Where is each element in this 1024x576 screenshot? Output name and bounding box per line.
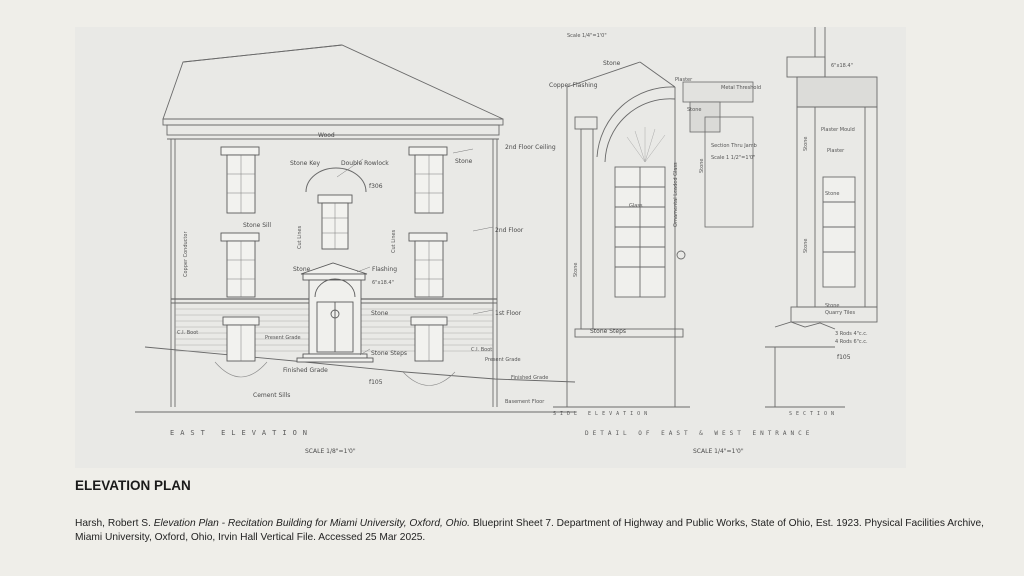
label-stone-steps: Stone Steps	[371, 350, 407, 357]
label-stone-vertical: Stone	[573, 263, 579, 277]
label-stone-key: Stone Key	[290, 160, 321, 167]
label-2nd-floor-ceiling: 2nd Floor Ceiling	[505, 144, 556, 151]
label-stone-vert-far: Stone	[803, 239, 809, 253]
label-ornamental-leaded-glass: Ornamental Leaded Glass	[673, 162, 679, 227]
label-stone-right-col: Stone	[825, 191, 839, 197]
label-finished-grade-right: Finished Grade	[511, 375, 548, 381]
label-stone-vertical-2: Stone	[699, 159, 705, 173]
label-section-thru-jamb: Section Thru Jamb	[711, 143, 757, 149]
label-copper-conductor: Copper Conductor	[183, 231, 189, 277]
entrance-detail-drawing	[553, 61, 690, 408]
image-caption: Harsh, Robert S. Elevation Plan - Recita…	[75, 517, 995, 545]
elevation-plan-image: Wood 2nd Floor Ceiling Stone Key Double …	[75, 27, 906, 468]
label-present-grade-right: Present Grade	[485, 357, 521, 363]
label-cut-lines-left: Cut Lines	[297, 225, 303, 249]
label-stone-sill: Stone Sill	[243, 222, 271, 229]
label-f306: f306	[369, 183, 383, 190]
label-ci-boot-right: C.I. Boot	[471, 347, 492, 353]
label-wood: Wood	[318, 132, 335, 139]
label-ci-boot-left: C.I. Boot	[177, 330, 198, 336]
label-east-elevation: EAST ELEVATION	[170, 429, 313, 437]
label-stone-right: Stone	[455, 158, 473, 165]
label-f105-right: f105	[837, 354, 851, 361]
label-glass: Glass	[629, 203, 643, 209]
label-basement-floor: Basement Floor	[505, 399, 545, 405]
label-copper-flashing: Copper Flashing	[549, 82, 598, 89]
label-cut-lines-right: Cut Lines	[391, 229, 397, 253]
label-2nd-floor: 2nd Floor	[495, 227, 524, 234]
label-side-elevation: SIDE ELEVATION	[553, 411, 651, 417]
label-stone-quarry: Stone	[825, 303, 839, 309]
label-present-grade: Present Grade	[265, 335, 301, 341]
caption-work-title: Elevation Plan - Recitation Building for…	[153, 518, 471, 529]
label-stone-steps-detail: Stone Steps	[590, 328, 626, 335]
main-entrance	[296, 262, 374, 363]
label-rods-2: 4 Rods 6"c.c.	[835, 339, 868, 345]
label-plaster: Plaster	[675, 77, 693, 83]
slide-title: ELEVATION PLAN	[75, 478, 191, 493]
label-plaster-right: Plaster	[827, 148, 845, 154]
label-dim-left: 6"x18.4"	[372, 280, 394, 286]
jamb-section-detail	[682, 81, 754, 228]
label-cement-sills: Cement Sills	[253, 392, 290, 399]
label-stone-mid: Stone	[371, 310, 389, 317]
label-scale-top: Scale 1/4"=1'0"	[567, 33, 607, 39]
label-quarry-tiles: Quarry Tiles	[825, 310, 855, 316]
label-metal-threshold: Metal Threshold	[721, 85, 761, 91]
caption-author: Harsh, Robert S.	[75, 518, 154, 529]
label-stone-flashing: Stone	[293, 266, 311, 273]
caption-source: Blueprint Sheet 7. Department of Highway…	[75, 518, 984, 543]
blueprint-labels: Wood 2nd Floor Ceiling Stone Key Double …	[170, 33, 868, 455]
label-f105-left: f105	[369, 379, 383, 386]
label-scale-jamb: Scale 1 1/2"=1'0"	[711, 155, 755, 161]
label-1st-floor: 1st Floor	[495, 310, 522, 317]
label-flashing: Flashing	[372, 266, 397, 273]
label-double-rowlock: Double Rowlock	[341, 160, 389, 167]
label-detail-entrance: DETAIL OF EAST & WEST ENTRANCE	[585, 430, 813, 437]
rowlock-arch	[305, 167, 367, 193]
label-plaster-mould: Plaster Mould	[821, 127, 855, 133]
label-scale-east: SCALE 1/8"=1'0"	[305, 448, 356, 455]
label-stone-top: Stone	[603, 60, 621, 67]
label-finished-grade: Finished Grade	[283, 367, 328, 374]
blueprint-drawing	[135, 27, 878, 413]
label-section: SECTION	[789, 411, 838, 417]
label-stone-small: Stone	[687, 107, 701, 113]
label-stone-right-vert: Stone	[803, 137, 809, 151]
label-dim-right: 6"x18.4"	[831, 63, 853, 69]
label-scale-detail: SCALE 1/4"=1'0"	[693, 448, 744, 455]
label-rods-1: 3 Rods 4"c.c.	[835, 331, 868, 337]
wall-section-drawing	[765, 27, 878, 408]
